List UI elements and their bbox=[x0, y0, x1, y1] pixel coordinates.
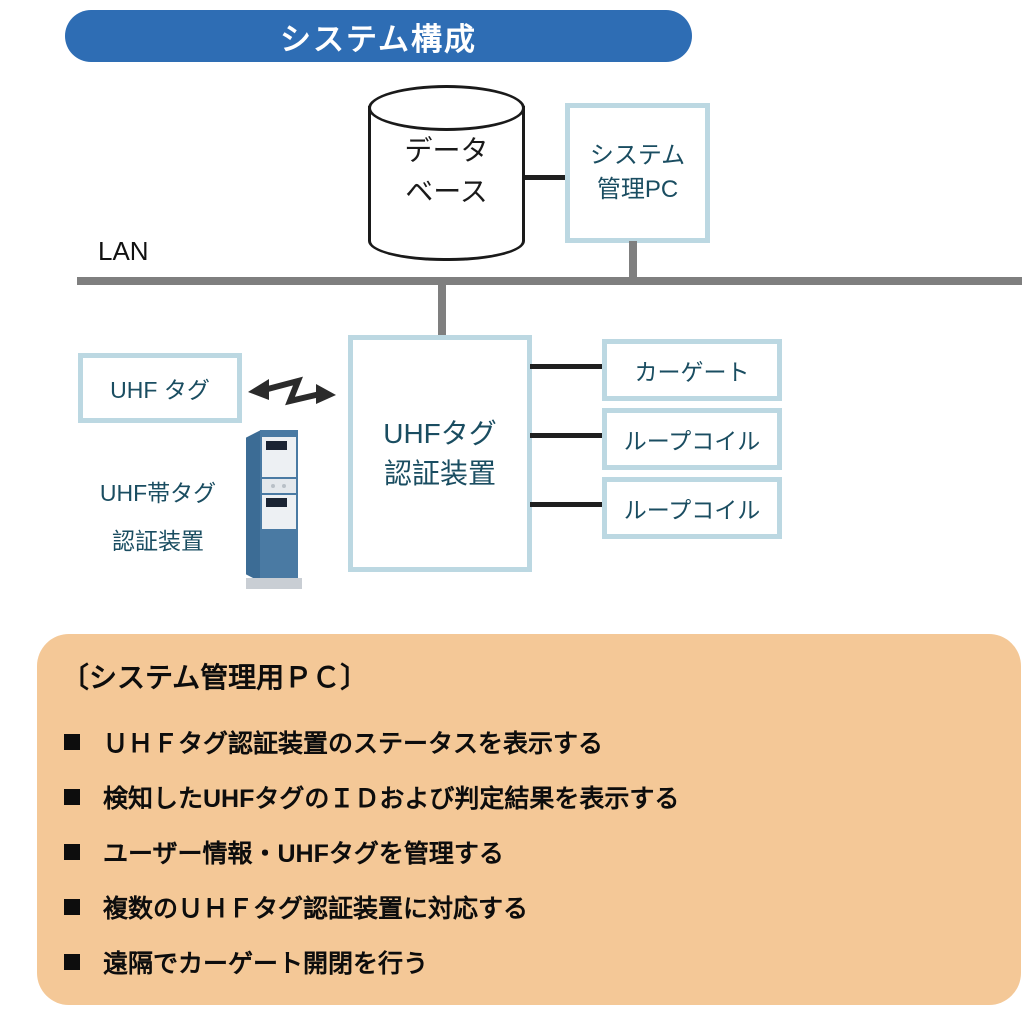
database-label-line2: ベース bbox=[405, 175, 488, 207]
database-cylinder: データ ベース bbox=[368, 85, 525, 261]
loopcoil1-label: ループコイル bbox=[623, 428, 761, 454]
connector-database-pc bbox=[522, 175, 567, 180]
auth-device-line1: UHFタグ bbox=[383, 418, 497, 450]
connector-auth-cargate bbox=[530, 364, 602, 369]
connector-pc-lan bbox=[629, 241, 637, 277]
database-label: データ ベース bbox=[368, 131, 525, 212]
uhf-tag-label: UHF タグ bbox=[110, 377, 210, 403]
list-item: ＵＨＦタグ認証装置のステータスを表示する bbox=[64, 714, 997, 769]
kiosk-button-dot bbox=[282, 484, 286, 488]
list-item: 遠隔でカーゲート開閉を行う bbox=[64, 934, 997, 989]
kiosk-side-face bbox=[246, 430, 261, 582]
list-item-text: 遠隔でカーゲート開閉を行う bbox=[103, 949, 429, 978]
list-item-text: ユーザー情報・UHFタグを管理する bbox=[103, 839, 504, 868]
list-item-text: ＵＨＦタグ認証装置のステータスを表示する bbox=[103, 729, 604, 758]
device-caption-line2: 認証装置 bbox=[112, 528, 204, 554]
list-item: ユーザー情報・UHFタグを管理する bbox=[64, 824, 997, 879]
square-bullet-icon bbox=[64, 733, 80, 750]
kiosk-display-strip bbox=[266, 441, 287, 450]
management-pc-info-panel: 〔システム管理用ＰＣ〕 ＵＨＦタグ認証装置のステータスを表示する 検知したUHF… bbox=[37, 634, 1021, 1005]
peripheral-box-cargate: カーゲート bbox=[602, 339, 782, 401]
list-item-text: 複数のＵＨＦタグ認証装置に対応する bbox=[103, 894, 529, 923]
page-title: システム構成 bbox=[279, 21, 478, 57]
peripheral-box-loopcoil-2: ループコイル bbox=[602, 477, 782, 539]
kiosk-panel-lower bbox=[262, 495, 296, 529]
info-panel-heading: 〔システム管理用ＰＣ〕 bbox=[61, 662, 369, 693]
loopcoil2-label: ループコイル bbox=[623, 497, 761, 523]
connector-auth-loopcoil1 bbox=[530, 433, 602, 438]
radio-wave-arrow-icon bbox=[246, 363, 338, 415]
kiosk-panel-top bbox=[262, 437, 296, 477]
title-banner: システム構成 bbox=[65, 10, 692, 62]
lan-label: LAN bbox=[98, 236, 149, 266]
management-pc-line1: システム bbox=[589, 142, 686, 170]
square-bullet-icon bbox=[64, 953, 80, 970]
database-cylinder-top bbox=[368, 85, 525, 131]
kiosk-button-dot bbox=[271, 484, 275, 488]
device-caption-line1: UHF帯タグ bbox=[99, 480, 217, 506]
zigzag-double-arrow bbox=[248, 376, 336, 406]
square-bullet-icon bbox=[64, 788, 80, 805]
square-bullet-icon bbox=[64, 898, 80, 915]
auth-device-photo bbox=[244, 430, 304, 592]
database-cylinder-body bbox=[368, 106, 525, 261]
management-pc-box: システム 管理PC bbox=[565, 103, 710, 243]
kiosk-display-strip bbox=[266, 498, 287, 507]
uhf-tag-box: UHF タグ bbox=[78, 353, 242, 423]
management-pc-label: システム 管理PC bbox=[590, 139, 685, 206]
connector-lan-auth-device bbox=[438, 285, 446, 335]
list-item-text: 検知したUHFタグのＩＤおよび判定結果を表示する bbox=[103, 784, 680, 813]
auth-device-box: UHFタグ 認証装置 bbox=[348, 335, 532, 572]
auth-device-label: UHFタグ 認証装置 bbox=[383, 414, 497, 492]
cargate-label: カーゲート bbox=[634, 359, 750, 385]
management-pc-line2: 管理PC bbox=[596, 176, 679, 203]
database-label-line1: データ bbox=[404, 135, 489, 166]
peripheral-box-loopcoil-1: ループコイル bbox=[602, 408, 782, 470]
kiosk-base bbox=[246, 578, 302, 589]
list-item: 検知したUHFタグのＩＤおよび判定結果を表示する bbox=[64, 769, 997, 824]
connector-auth-loopcoil2 bbox=[530, 502, 602, 507]
lan-line bbox=[77, 277, 1022, 285]
list-item: 複数のＵＨＦタグ認証装置に対応する bbox=[64, 879, 997, 934]
auth-device-line2: 認証装置 bbox=[383, 457, 496, 489]
kiosk-panel-middle bbox=[262, 479, 296, 493]
info-panel-list: ＵＨＦタグ認証装置のステータスを表示する 検知したUHFタグのＩＤおよび判定結果… bbox=[64, 714, 997, 989]
square-bullet-icon bbox=[64, 843, 80, 860]
